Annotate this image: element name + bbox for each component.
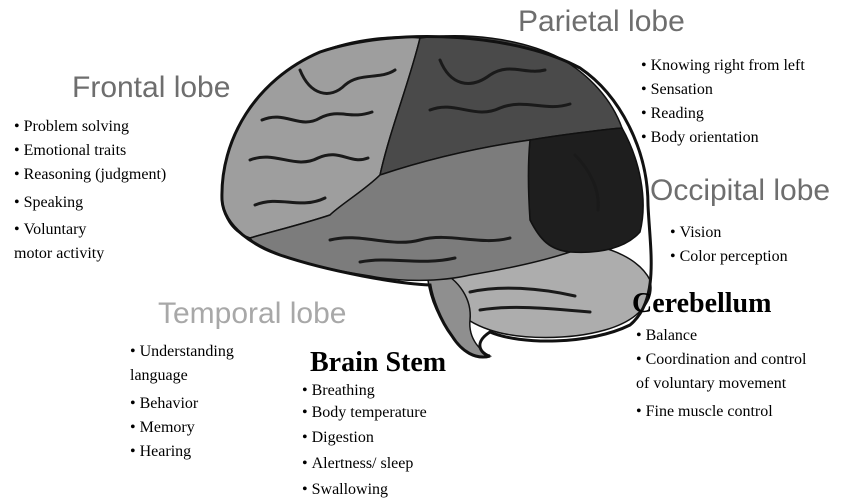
brainstem-heading: Brain Stem xyxy=(310,347,446,379)
occipital-lobe-region xyxy=(529,128,644,252)
list-item: Hearing xyxy=(130,440,270,464)
list-item: Behavior xyxy=(130,392,270,416)
list-item: Understanding language xyxy=(130,340,270,388)
list-item: Swallowing xyxy=(302,476,427,503)
list-item: Emotional traits xyxy=(14,139,166,163)
list-item: Breathing xyxy=(302,380,427,402)
parietal-lobe-heading: Parietal lobe xyxy=(518,5,685,39)
list-item: Voluntary motor activity xyxy=(14,218,114,266)
list-item: Fine muscle control xyxy=(636,400,821,424)
list-item: Vision xyxy=(670,221,788,245)
list-item: Color perception xyxy=(670,245,788,269)
list-item: Body orientation xyxy=(641,126,805,150)
list-item: Memory xyxy=(130,416,270,440)
list-item: Problem solving xyxy=(14,115,166,139)
list-item: Digestion xyxy=(302,424,427,452)
occipital-lobe-heading: Occipital lobe xyxy=(650,174,830,208)
occipital-lobe-functions: Vision Color perception xyxy=(670,221,788,269)
list-item: Coordination and control of voluntary mo… xyxy=(636,348,821,396)
list-item: Body temperature xyxy=(302,402,427,424)
brainstem-functions: Breathing Body temperature Digestion Ale… xyxy=(302,380,427,503)
list-item: Sensation xyxy=(641,78,805,102)
list-item: Balance xyxy=(636,324,821,348)
cerebellum-heading: Cerebellum xyxy=(632,288,771,320)
cerebellum-functions: Balance Coordination and control of volu… xyxy=(636,324,821,424)
frontal-lobe-functions: Problem solving Emotional traits Reasoni… xyxy=(14,115,166,215)
list-item: Alertness/ sleep xyxy=(302,452,427,476)
parietal-lobe-functions: Knowing right from left Sensation Readin… xyxy=(641,54,805,150)
list-item: Knowing right from left xyxy=(641,54,805,78)
temporal-lobe-heading: Temporal lobe xyxy=(158,297,346,331)
list-item: Reading xyxy=(641,102,805,126)
temporal-lobe-functions: Understanding language Behavior Memory H… xyxy=(130,340,270,464)
frontal-lobe-functions-2: Voluntary motor activity xyxy=(14,218,114,266)
list-item: Reasoning (judgment) xyxy=(14,163,166,187)
frontal-lobe-heading: Frontal lobe xyxy=(72,71,230,105)
list-item: Speaking xyxy=(14,191,166,215)
